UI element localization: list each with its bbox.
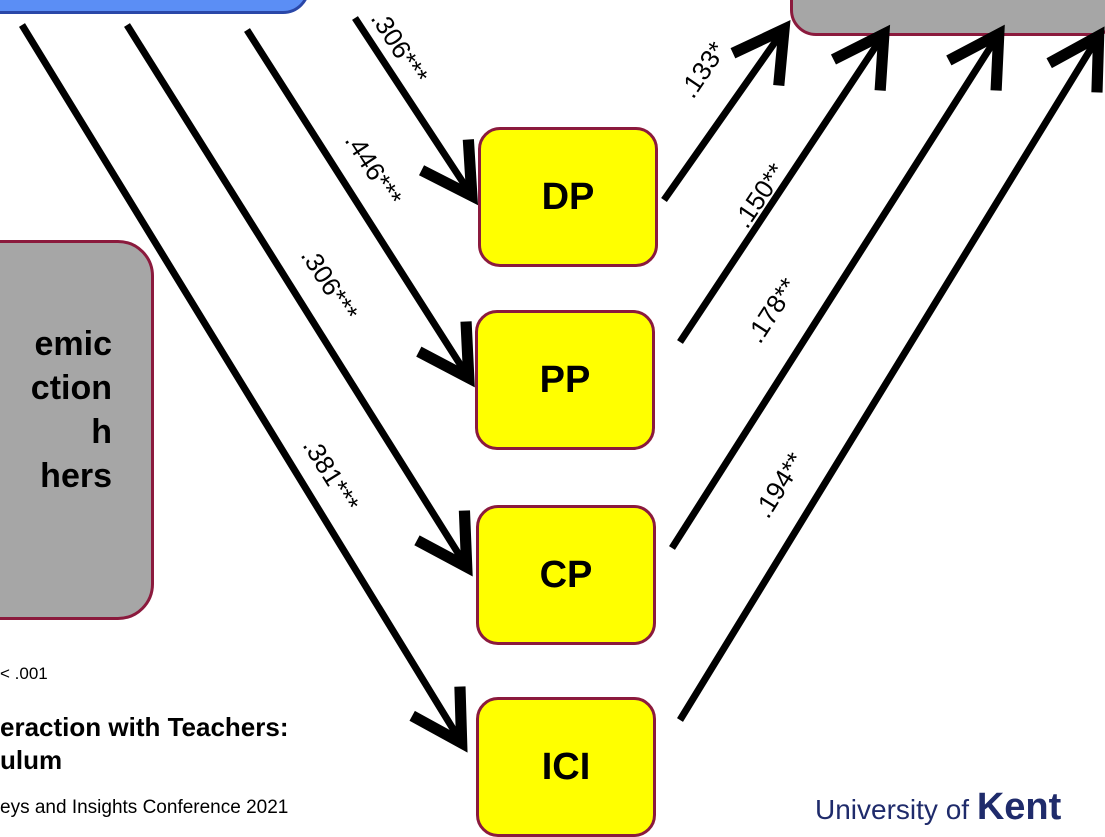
logo-prefix: University of	[815, 794, 970, 825]
significance-note: < .001	[0, 664, 48, 683]
coef-cp-out: .178**	[740, 273, 804, 349]
ici-label: ICI	[541, 745, 591, 788]
cp-label: CP	[539, 553, 593, 596]
arrow-ici-out	[677, 26, 1105, 722]
coef-to-ici: .381***	[297, 432, 365, 517]
slide-title-line1: eraction with Teachers:	[0, 712, 289, 742]
arrow-top-to-dp	[352, 16, 479, 206]
dp-label: DP	[541, 175, 595, 218]
academic-interaction-label: emic ction h hers	[30, 325, 112, 495]
university-logo: University of Kent	[815, 786, 1061, 829]
arrow-cp-out	[669, 24, 1005, 550]
coef-pp-out: .150**	[727, 158, 791, 234]
pp-label: PP	[539, 358, 591, 401]
ici-box: ICI	[476, 697, 656, 837]
coef-dp-out: .133*	[673, 36, 732, 103]
logo-brand: Kent	[976, 786, 1062, 828]
coef-ici-out: .194**	[748, 447, 811, 523]
pp-box: PP	[475, 310, 655, 450]
arrow-to-cp	[124, 23, 473, 577]
cp-box: CP	[476, 505, 656, 645]
arrow-to-ici	[19, 23, 468, 753]
dp-box: DP	[478, 127, 658, 267]
arrow-dp-out	[661, 20, 791, 203]
slide-title-line2: ulum	[0, 745, 63, 775]
conference-label: eys and Insights Conference 2021	[0, 797, 289, 818]
coef-to-pp: .446***	[339, 127, 408, 211]
arrow-pp-out	[677, 24, 891, 344]
arrow-to-pp	[244, 28, 475, 388]
academic-interaction-box	[0, 240, 154, 620]
